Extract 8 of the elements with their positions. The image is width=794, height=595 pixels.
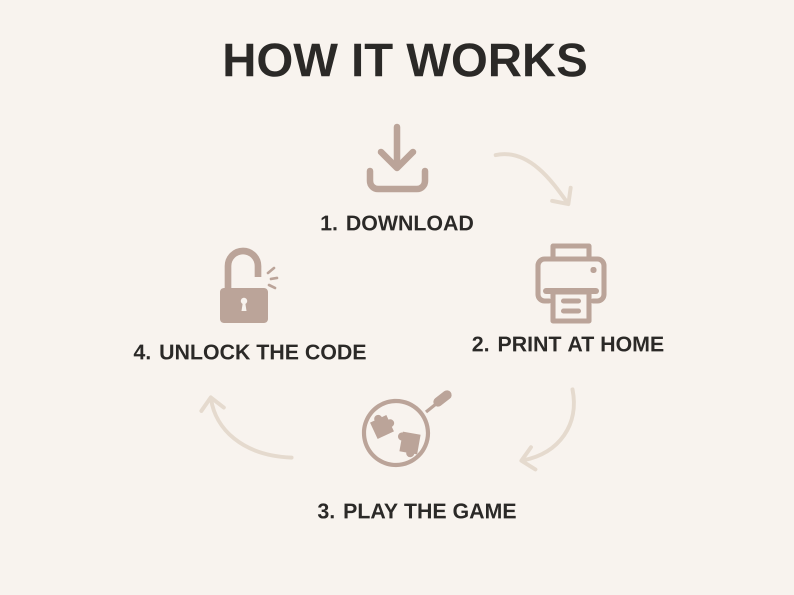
arrow xyxy=(519,387,576,472)
arrow xyxy=(199,395,294,460)
step-label: 1. DOWNLOAD xyxy=(322,215,473,231)
step-label: 4. UNLOCK THE CODE xyxy=(134,344,366,360)
title: HOW IT WORKS xyxy=(225,43,586,77)
arrow xyxy=(494,152,573,206)
step-label: 2. PRINT AT HOME xyxy=(472,336,664,352)
step-label: 3. PLAY THE GAME xyxy=(318,503,516,519)
